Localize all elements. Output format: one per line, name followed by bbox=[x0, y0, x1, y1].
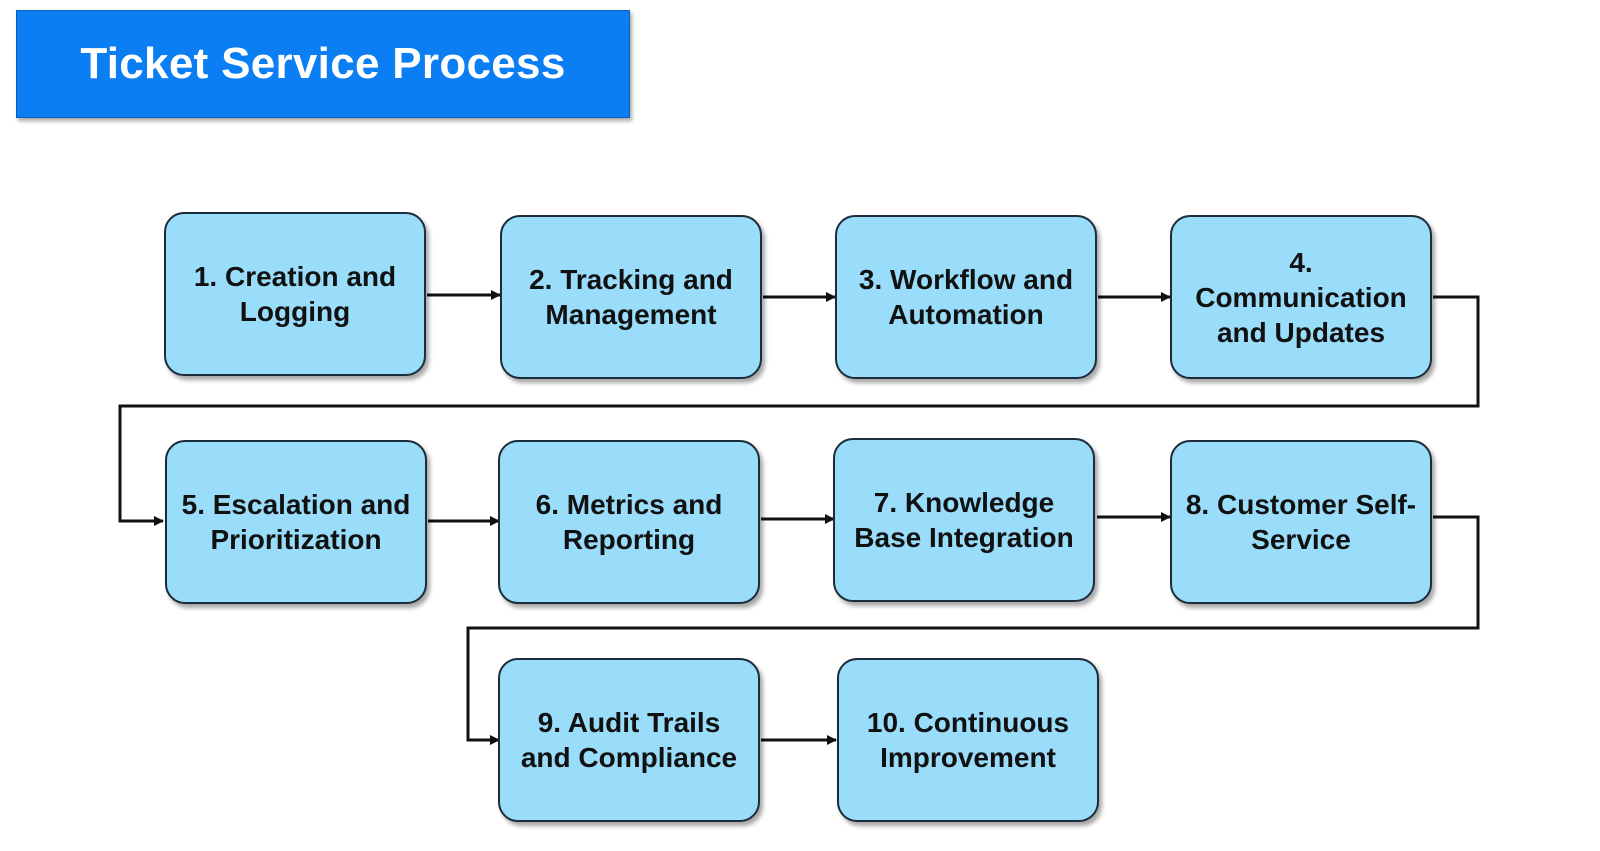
step-6-label: 6. Metrics and Reporting bbox=[535, 489, 723, 555]
step-2-box: 2. Tracking and Management bbox=[500, 215, 762, 379]
step-1-box: 1. Creation and Logging bbox=[164, 212, 426, 376]
step-5-label: 5. Escalation and Prioritization bbox=[181, 489, 411, 555]
step-10-box: 10. Continuous Improvement bbox=[837, 658, 1099, 822]
step-7-label: 7. Knowledge Base Integration bbox=[854, 487, 1074, 553]
step-6-box: 6. Metrics and Reporting bbox=[498, 440, 760, 604]
step-9-box: 9. Audit Trails and Compliance bbox=[498, 658, 760, 822]
step-1-label: 1. Creation and Logging bbox=[193, 261, 397, 327]
step-9-label: 9. Audit Trails and Compliance bbox=[520, 707, 738, 773]
step-3-box: 3. Workflow and Automation bbox=[835, 215, 1097, 379]
arrow-4-to-5 bbox=[118, 295, 1480, 526]
step-3-label: 3. Workflow and Automation bbox=[858, 264, 1074, 330]
step-4-box: 4. Communication and Updates bbox=[1170, 215, 1432, 379]
page-title: Ticket Service Process bbox=[80, 39, 566, 88]
step-5-box: 5. Escalation and Prioritization bbox=[165, 440, 427, 604]
step-10-label: 10. Continuous Improvement bbox=[866, 707, 1070, 773]
step-2-label: 2. Tracking and Management bbox=[529, 264, 733, 330]
arrow-8-to-9 bbox=[466, 515, 1480, 745]
step-4-label: 4. Communication and Updates bbox=[1195, 246, 1407, 348]
title-banner: Ticket Service Process bbox=[16, 10, 630, 118]
step-8-box: 8. Customer Self-Service bbox=[1170, 440, 1432, 604]
step-8-label: 8. Customer Self-Service bbox=[1185, 489, 1417, 555]
step-7-box: 7. Knowledge Base Integration bbox=[833, 438, 1095, 602]
